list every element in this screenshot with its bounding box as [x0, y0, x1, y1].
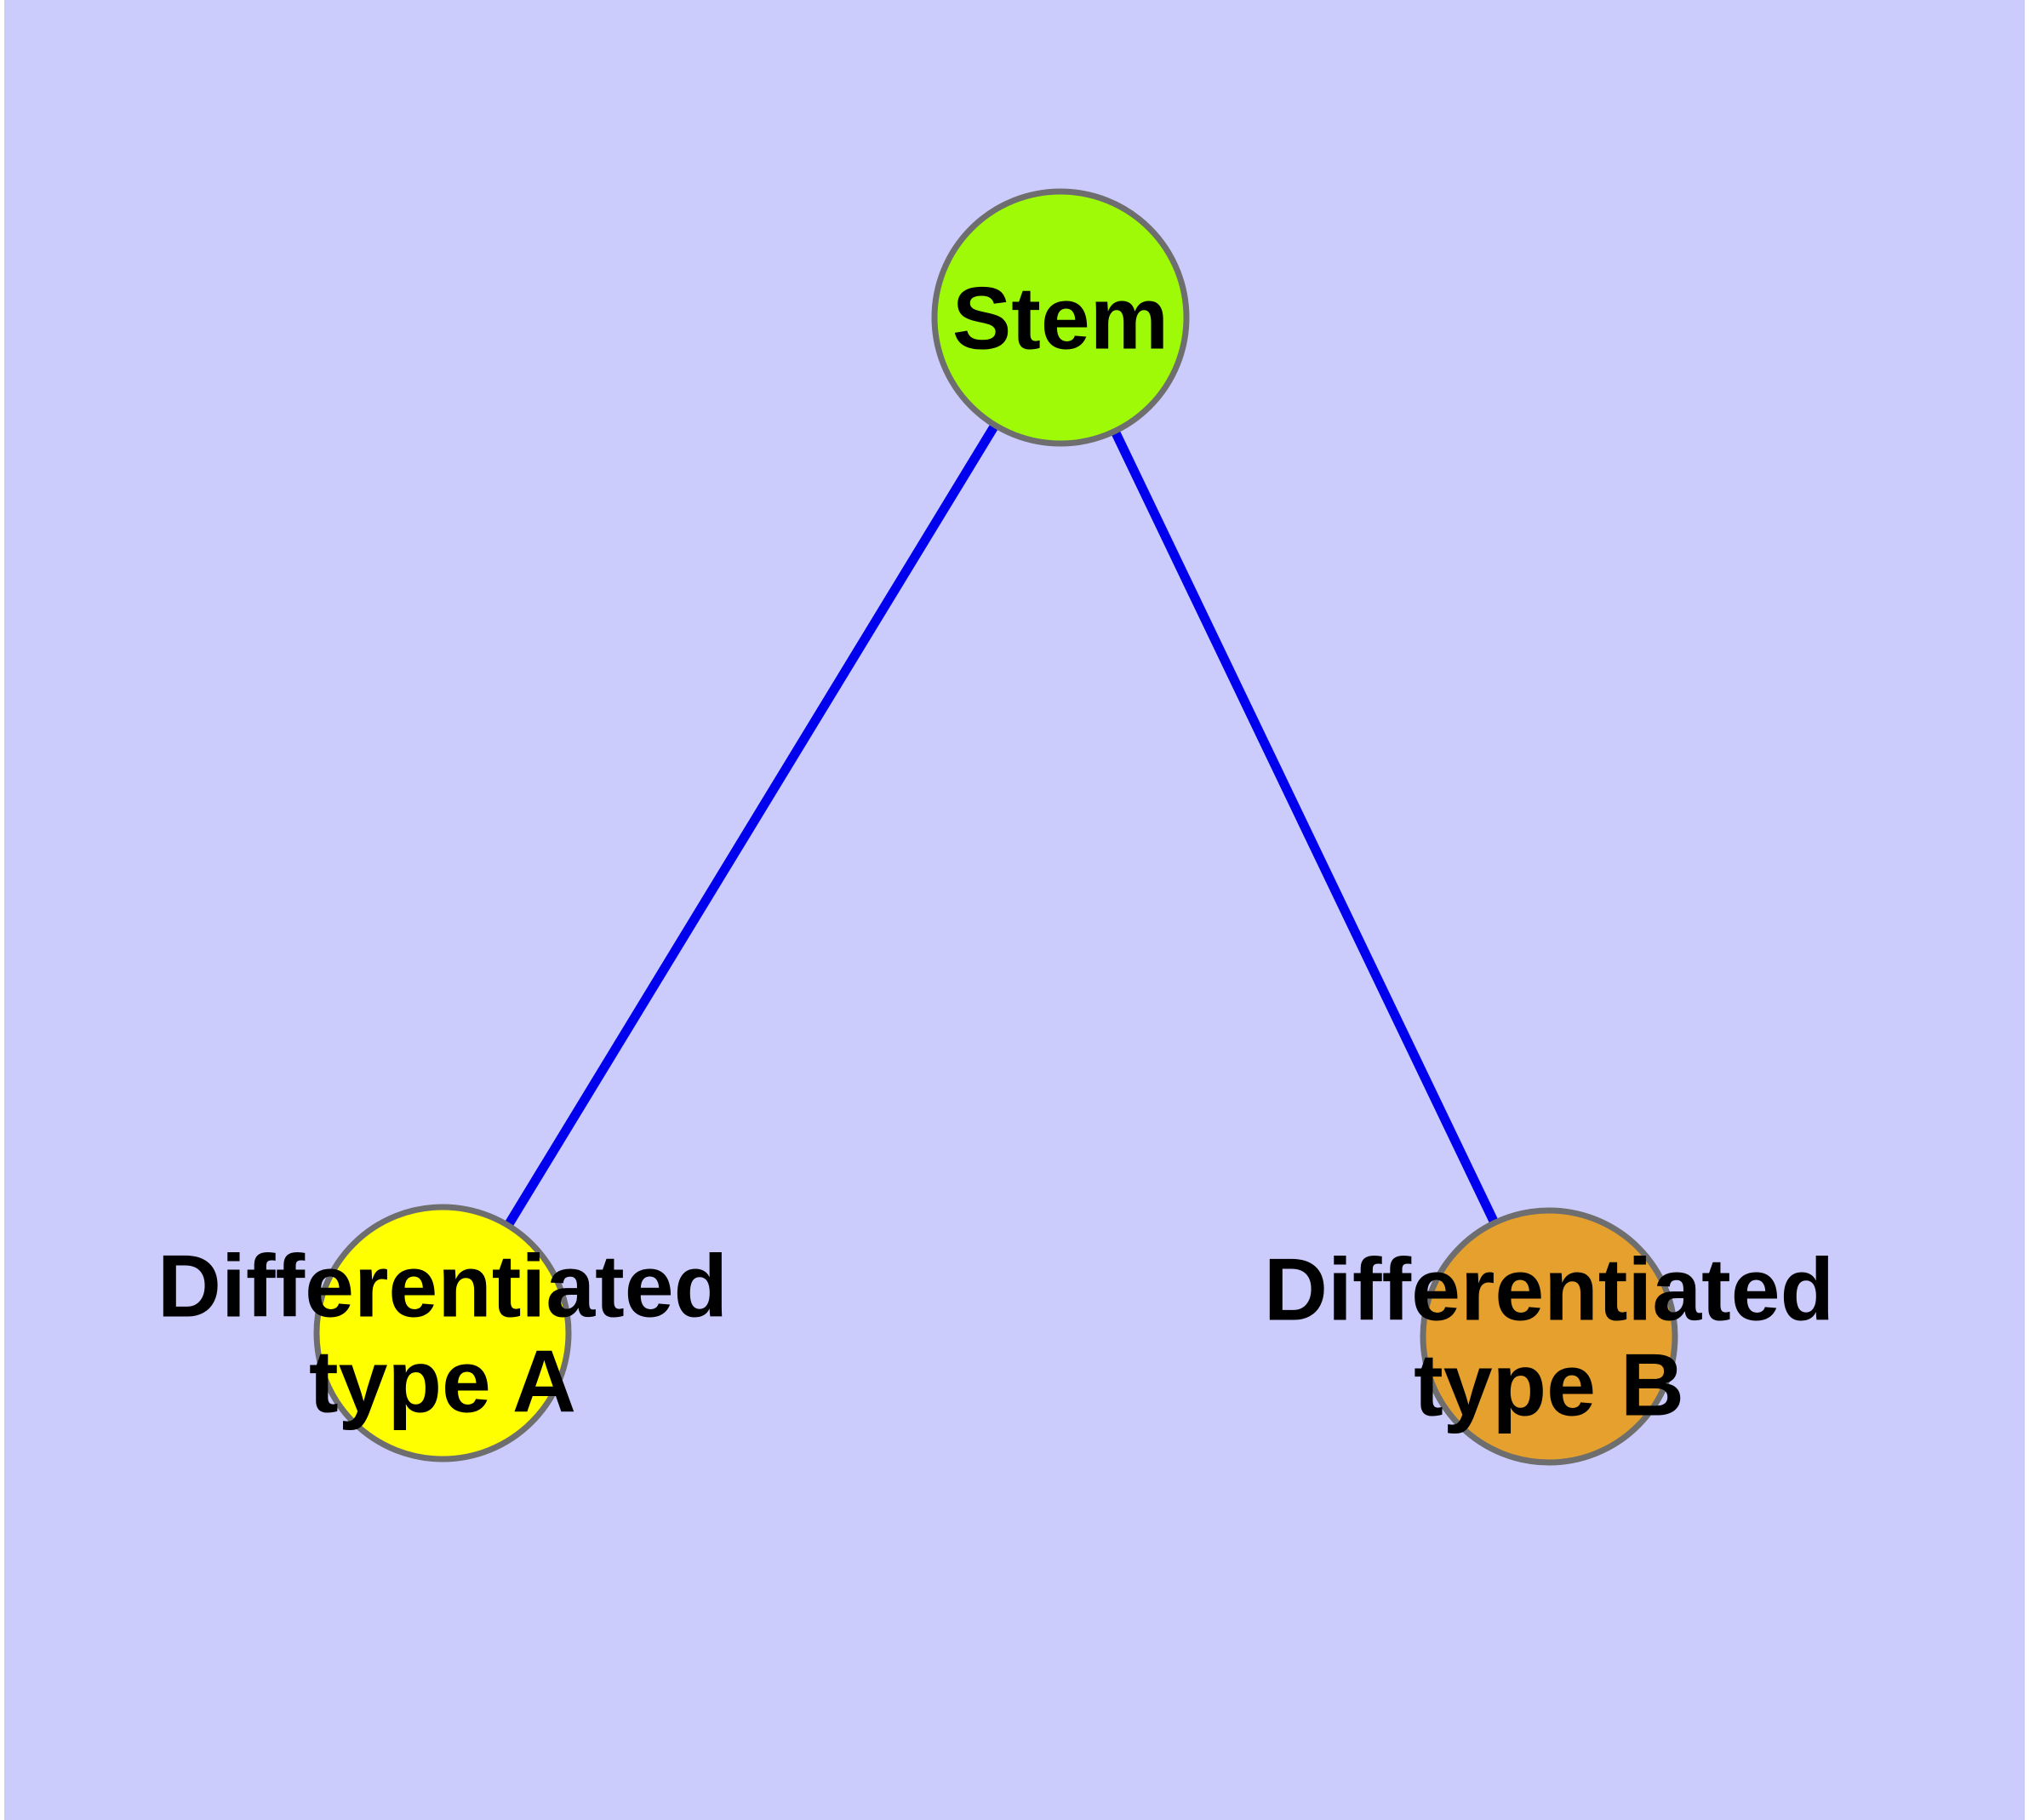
nodes-layer	[313, 188, 1678, 1466]
label-line: Differentiated	[1264, 1240, 1834, 1339]
label-line: type B	[1414, 1336, 1684, 1434]
graph-node-diff-a[interactable]	[313, 1204, 572, 1462]
graph-node-diff-b[interactable]	[1420, 1207, 1678, 1466]
label-line: Differentiated	[157, 1237, 728, 1336]
graph-node-stem[interactable]	[931, 188, 1190, 447]
graph-edge-stem-to-diff-a[interactable]	[504, 422, 999, 1228]
label-line: Stem	[952, 269, 1169, 368]
graph-node-label-stem: Stem	[952, 269, 1169, 368]
label-line: type A	[309, 1332, 576, 1431]
graph-edge-stem-to-diff-b[interactable]	[1111, 429, 1499, 1225]
edges-layer	[504, 422, 1499, 1228]
